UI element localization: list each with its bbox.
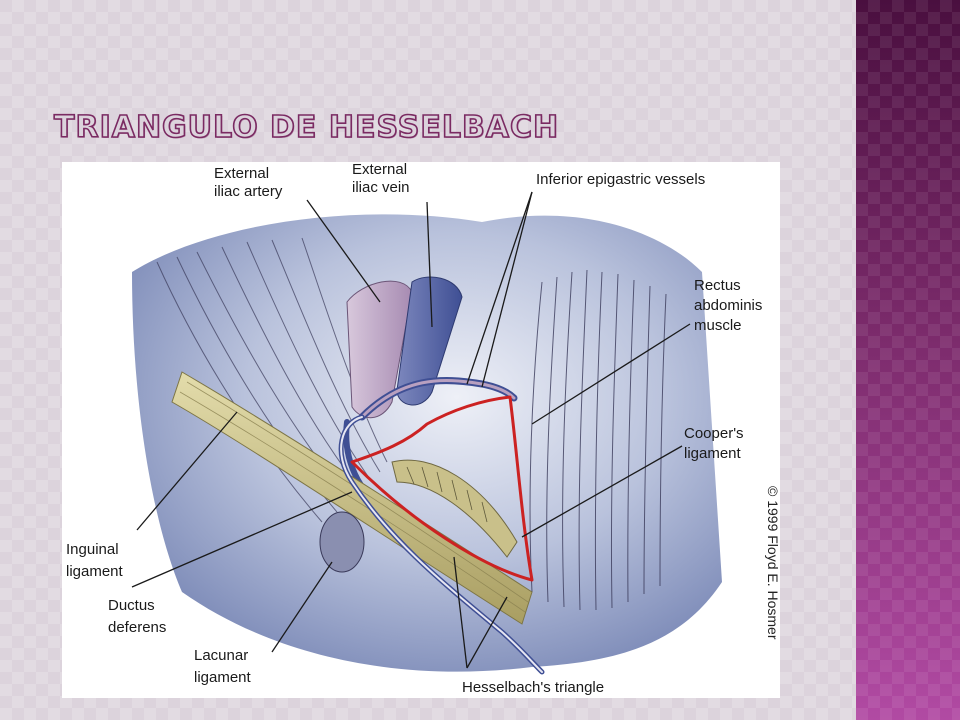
femoral-ring	[319, 511, 365, 573]
tissue-background	[132, 214, 722, 672]
label-lacunar-ligament: Lacunar ligament	[194, 647, 252, 686]
leader-lines	[131, 191, 691, 669]
slide-title: TRIANGULO DE HESSELBACH	[53, 109, 560, 146]
label-coopers-ligament: Cooper's ligament	[684, 425, 748, 462]
label-inguinal-ligament: Inguinal ligament	[66, 541, 124, 580]
coopers-ligament-region	[391, 459, 518, 558]
label-rectus-abdominis-muscle: Rectus abdominis muscle	[694, 277, 767, 334]
decorative-side-band	[856, 0, 960, 720]
label-external-iliac-vein: External iliac vein	[352, 162, 411, 196]
rectus-abdominis-muscle	[529, 269, 667, 611]
label-hesselbachs-triangle: Hesselbach's triangle	[462, 679, 604, 696]
anatomy-figure: External iliac artery External iliac vei…	[62, 162, 780, 698]
label-external-iliac-artery: External iliac artery	[214, 165, 283, 200]
label-inferior-epigastric-vessels: Inferior epigastric vessels	[536, 171, 705, 188]
anatomy-illustration: External iliac artery External iliac vei…	[66, 162, 780, 696]
label-ductus-deferens: Ductus deferens	[108, 597, 166, 636]
copyright-notice: © 1999 Floyd E. Hosmer	[765, 486, 780, 640]
hesselbachs-triangle-outline	[350, 395, 534, 582]
